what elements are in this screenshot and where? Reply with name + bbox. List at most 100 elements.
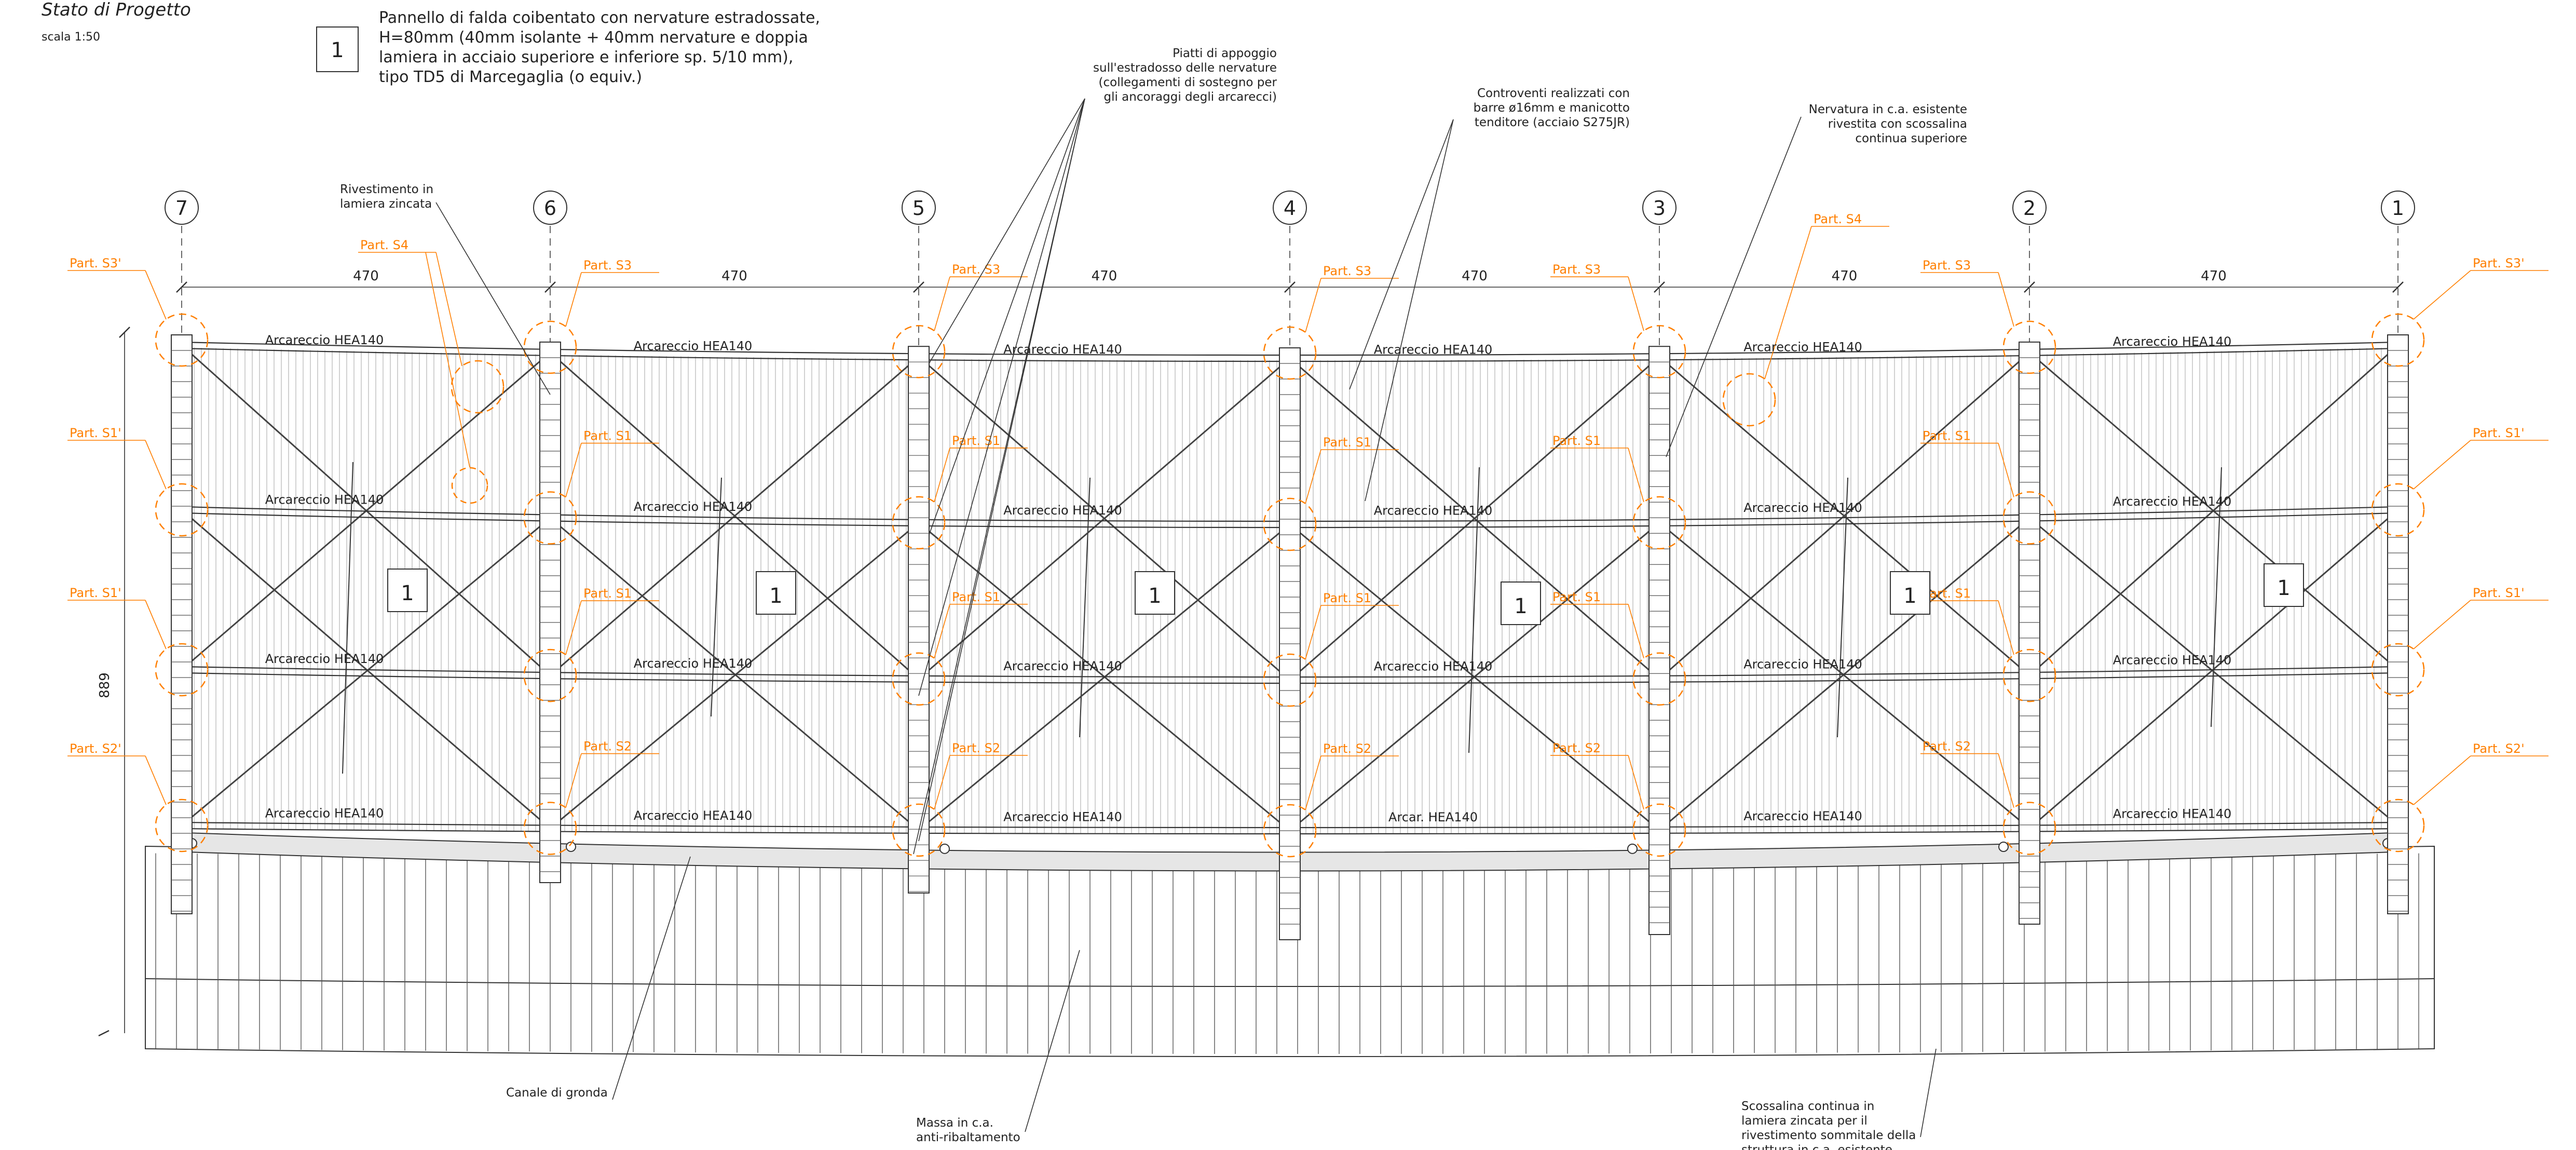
bracing-rod — [1659, 351, 2030, 680]
detail-leader — [1998, 443, 2014, 497]
leader-line — [1666, 116, 1802, 457]
detail-label: Part. S1 — [1323, 591, 1371, 605]
slope-arrow — [1837, 477, 1848, 738]
detail-leader — [1305, 278, 1321, 333]
detail-leader — [435, 252, 462, 367]
bracing-rod — [1659, 522, 2030, 829]
drain-outlet — [1998, 842, 2009, 853]
note-massa-line: Massa in c.a. — [916, 1116, 993, 1130]
panel-tag-box — [2264, 563, 2304, 607]
detail-leader — [2413, 440, 2471, 490]
detail-circle — [1263, 497, 1317, 551]
note-piatti-line: (collegamenti di sostegno per — [1099, 76, 1277, 89]
detail-leader — [425, 252, 470, 468]
detail-leader — [145, 270, 167, 320]
detail-leader — [1998, 753, 2014, 808]
note-rivestimento-line: lamiera zincata — [340, 197, 432, 211]
detail-circle — [2002, 491, 2056, 545]
purlin-label: Arcareccio HEA140 — [1003, 342, 1122, 357]
detail-circle — [892, 803, 946, 857]
dim-tick — [1654, 281, 1665, 293]
drawing-title: Stato di Progetto — [42, 0, 191, 20]
note-controventi-line: barre ø16mm e manicotto — [1474, 101, 1630, 115]
detail-label: Part. S2 — [1923, 739, 1971, 754]
purlin-label: Arcareccio HEA140 — [1743, 500, 1862, 515]
note-scossalina-line: rivestimento sommitale della — [1741, 1129, 1916, 1142]
detail-leader — [145, 755, 167, 805]
panel-tag-label: 1 — [1514, 594, 1527, 618]
detail-label: Part. S1' — [70, 586, 121, 600]
panel-tag-label: 1 — [1903, 584, 1916, 608]
detail-circle — [1722, 373, 1776, 427]
detail-label: Part. S1 — [583, 586, 632, 601]
span-dim-label: 470 — [2201, 268, 2227, 284]
detail-label: Part. S3 — [1323, 264, 1371, 278]
note-massa-line: anti-ribaltamento — [916, 1131, 1020, 1144]
detail-leader — [565, 443, 582, 497]
axis-label: 3 — [1653, 197, 1666, 220]
bracing-rod — [181, 517, 551, 827]
detail-circle — [1263, 653, 1317, 707]
note-nervatura-line: rivestita con scossalina — [1828, 117, 1967, 131]
note-nervatura-line: continua superiore — [1855, 132, 1967, 145]
detail-circle — [155, 313, 209, 367]
detail-label: Part. S3 — [1552, 262, 1601, 277]
detail-circle — [2002, 320, 2056, 374]
detail-circle — [523, 648, 577, 702]
detail-label: Part. S2' — [70, 741, 121, 756]
detail-circle — [155, 643, 209, 697]
detail-label: Part. S1' — [2473, 426, 2525, 440]
concrete-ribs — [171, 334, 2409, 940]
detail-circle — [2002, 802, 2056, 855]
detail-leader — [934, 604, 950, 658]
rib-outline — [1648, 346, 1670, 935]
dim-tick — [2392, 281, 2404, 293]
detail-leader — [1305, 755, 1321, 810]
purlin-label: Arcareccio HEA140 — [1743, 340, 1862, 355]
detail-label: Part. S2 — [1323, 741, 1371, 756]
purlin-label: Arcareccio HEA140 — [2113, 653, 2232, 667]
axis-bubble — [1642, 191, 1677, 225]
dim-tick — [1284, 281, 1296, 293]
span-dim-label: 470 — [721, 268, 747, 284]
detail-label: Part. S1 — [1923, 429, 1971, 443]
note-scossalina-line: struttura in c.a. esistente — [1741, 1143, 1892, 1150]
axis-bubble — [2012, 191, 2047, 225]
detail-circle — [1632, 324, 1686, 378]
detail-leader — [1628, 755, 1644, 810]
bracing-rod — [1289, 356, 1660, 681]
bracing-rod — [2028, 344, 2399, 677]
note-nervatura-line: Nervatura in c.a. esistente — [1809, 103, 1967, 116]
legend-line: H=80mm (40mm isolante + 40mm nervature e… — [379, 29, 808, 47]
drawing-scale: scala 1:50 — [42, 31, 100, 44]
drain-outlet — [566, 841, 576, 852]
height-dim-label: 889 — [97, 672, 113, 698]
purlin-label: Arcareccio HEA140 — [634, 499, 753, 514]
panel-tag-label: 1 — [2277, 576, 2290, 600]
rib-outline — [2387, 334, 2409, 914]
detail-leader — [934, 755, 950, 810]
detail-circle — [2371, 799, 2425, 853]
purlin-label: Arcar. HEA140 — [1388, 810, 1478, 824]
leader-line — [913, 98, 1085, 855]
purlin-label: Arcareccio HEA140 — [1743, 809, 1862, 823]
leader-line — [929, 98, 1085, 364]
detail-label: Part. S3' — [2473, 256, 2525, 270]
purlin-label: Arcareccio HEA140 — [265, 333, 384, 347]
detail-circle — [892, 324, 946, 378]
purlin-label: Arcareccio HEA140 — [1003, 810, 1122, 824]
detail-circle — [1263, 804, 1317, 858]
axis-label: 2 — [2023, 197, 2036, 220]
panel-tag-box — [1501, 581, 1541, 625]
panel-tag-box — [387, 569, 428, 612]
rib-outline — [2019, 341, 2040, 925]
purlin-label: Arcareccio HEA140 — [634, 656, 753, 671]
span-dim-label: 470 — [353, 268, 379, 284]
purlin-label: Arcareccio HEA140 — [634, 339, 753, 354]
detail-leader — [565, 272, 582, 327]
detail-leader — [1305, 605, 1321, 660]
detail-leader — [934, 276, 950, 331]
detail-leader — [145, 440, 167, 490]
detail-label: Part. S2' — [2473, 741, 2525, 756]
